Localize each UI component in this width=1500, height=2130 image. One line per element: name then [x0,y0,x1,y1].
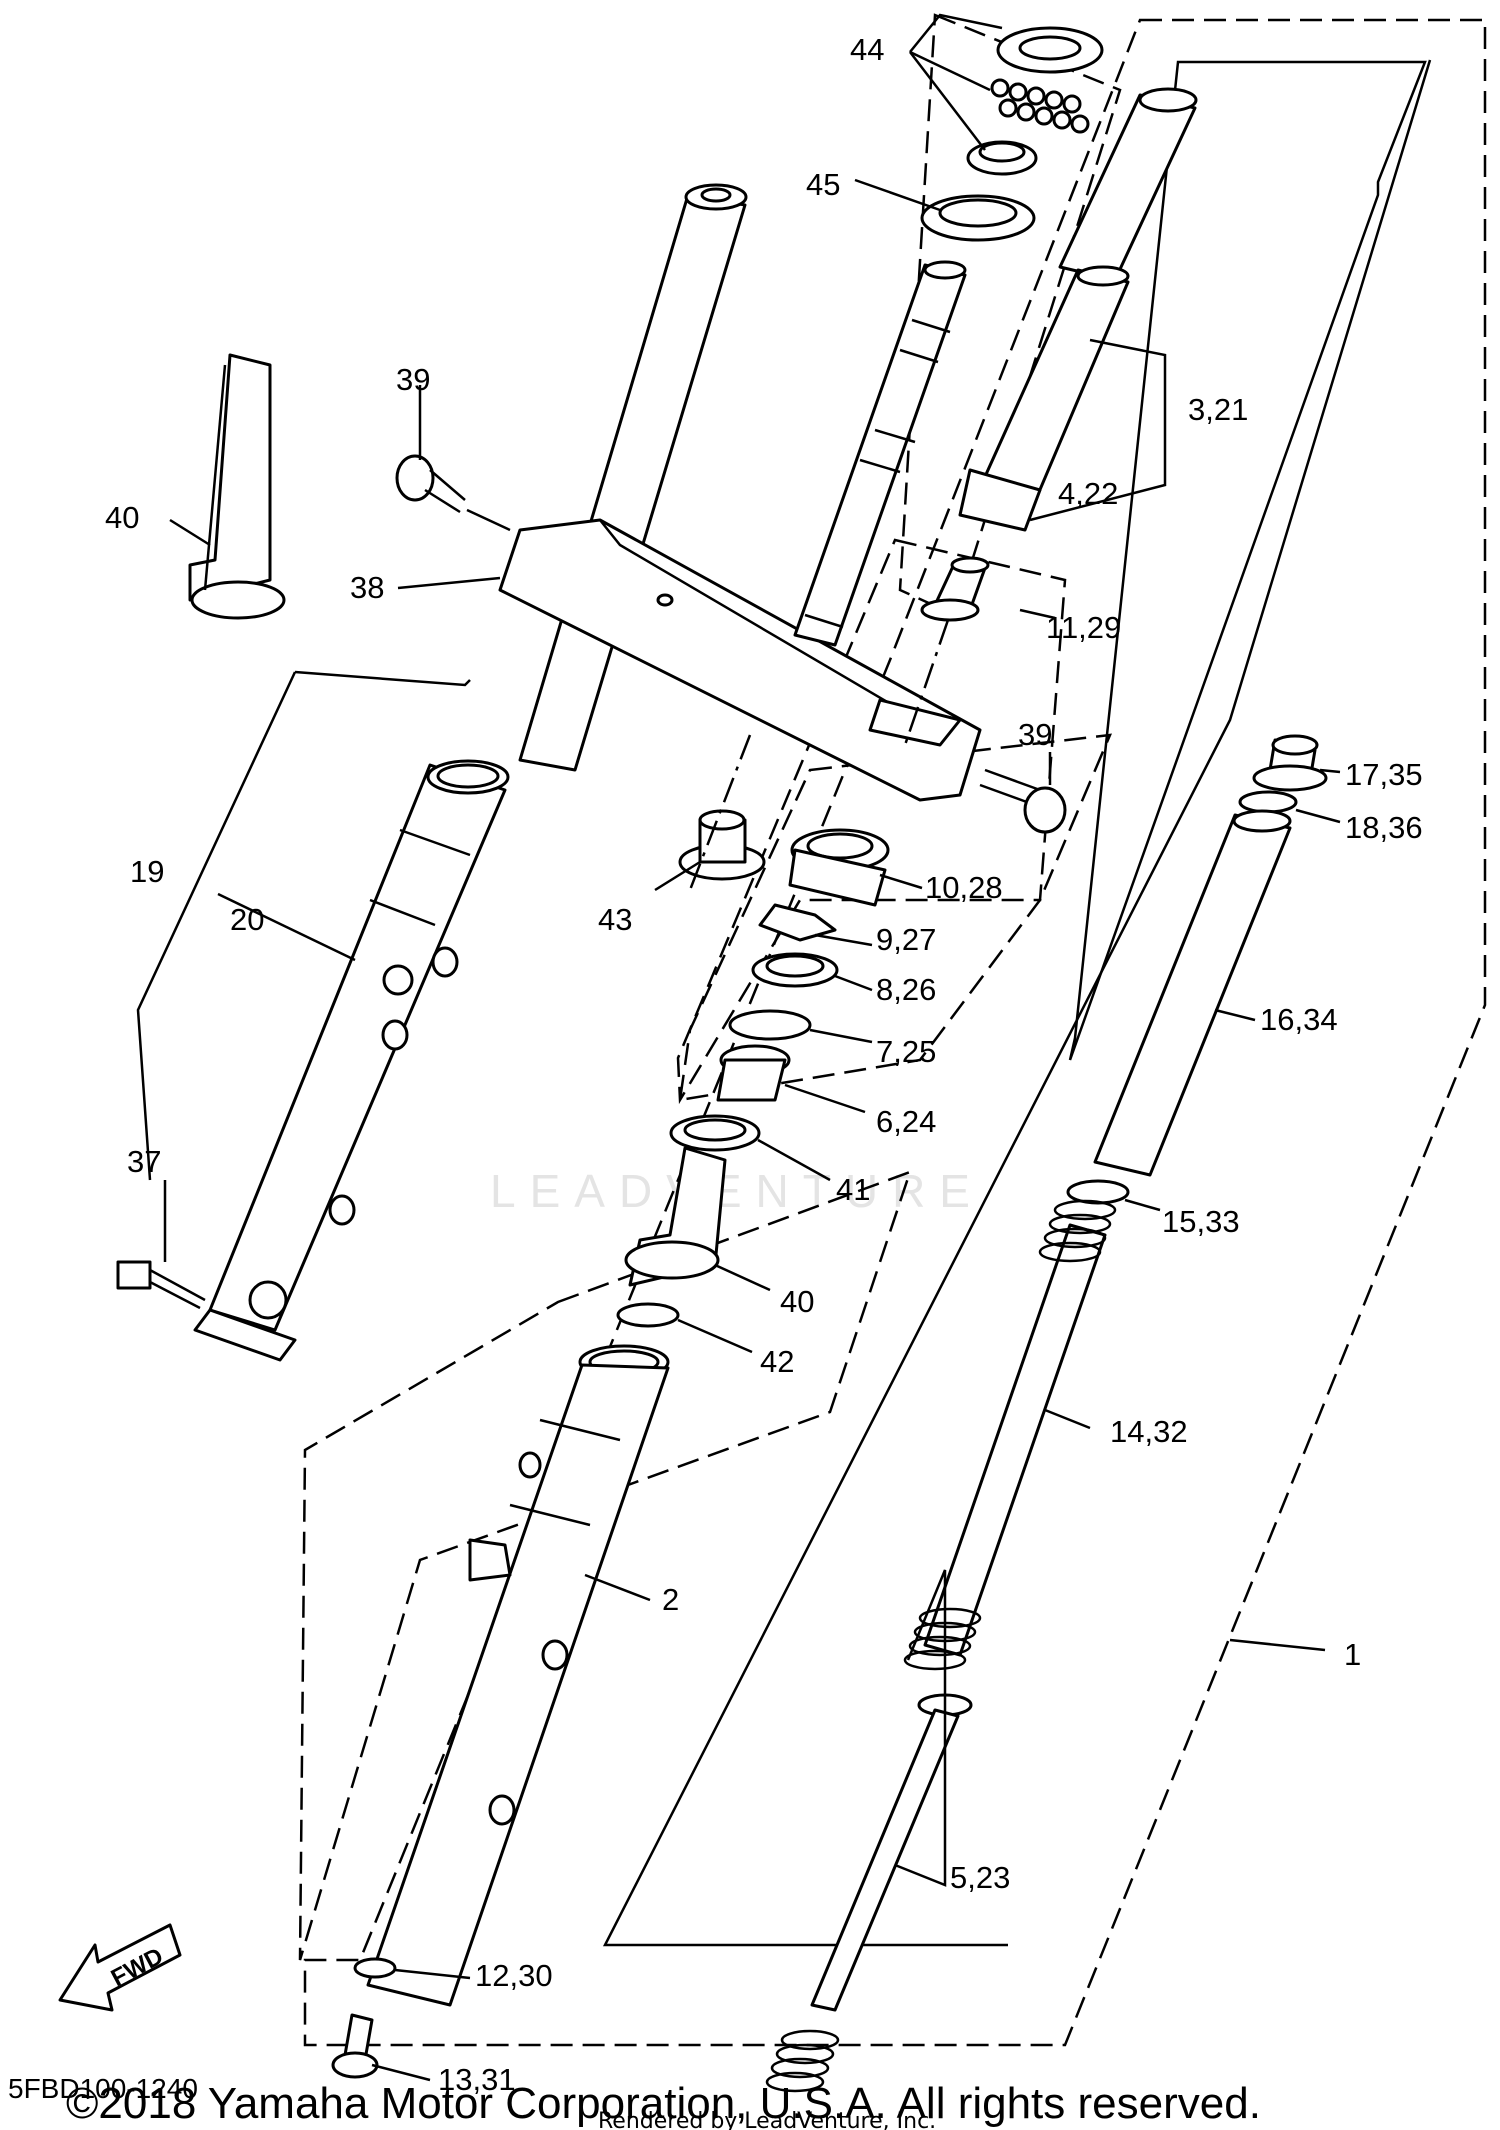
oil-seal-8 [751,952,839,988]
lower-tube-dashed-outline [298,1169,913,1961]
axis-lower [688,734,752,891]
callout-9-27: 9,27 [876,922,936,957]
fork-assembly-dashed-outline [303,18,1487,2047]
outer-tube-2 [366,1344,670,2007]
damper-rod-5 [765,1693,973,2093]
copyright-notice: ©2018 Yamaha Motor Corporation, U.S.A. A… [66,2079,1261,2128]
washer-7 [728,1009,812,1041]
inner-parts-dashed-outline [676,538,1067,1105]
callout-12-30: 12,30 [475,1958,553,1993]
assembly-bracket-line [602,59,1432,1947]
bearing-races [920,26,1104,242]
bushing-11 [920,556,990,622]
callout-13-31: 13,31 [438,2062,516,2097]
callout-8-26: 8,26 [876,972,936,1007]
fork-spring-14 [903,1199,1117,1671]
callout-39-upper: 39 [396,362,430,397]
o-ring-18 [1238,790,1298,814]
drain-bolt-13 [331,2013,379,2079]
lower-bracket [498,260,982,802]
callout-19: 19 [130,854,164,889]
callout-18-36: 18,36 [1345,810,1423,845]
callout-15-33: 15,33 [1162,1204,1240,1239]
callout-2: 2 [662,1582,679,1617]
assembly-axis [903,619,950,746]
callout-3-21: 3,21 [1188,392,1248,427]
callout-40-right: 40 [780,1284,814,1319]
callout-7-25: 7,25 [876,1034,936,1069]
callout-labels: 1 2 3,21 4,22 5,23 6,24 7,25 8,26 9,27 1… [105,32,1423,2097]
fwd-arrow-icon: FWD [58,1923,182,2012]
callout-43: 43 [598,902,632,937]
washer-15 [1066,1179,1130,1205]
o-ring-42 [616,1302,680,1328]
bolt-39-lower [979,768,1067,834]
callout-44: 44 [850,32,884,67]
callout-38: 38 [350,570,384,605]
cartridge-outline [1068,60,1427,1061]
callout-16-34: 16,34 [1260,1002,1338,1037]
callout-11-29: 11,29 [1046,610,1121,645]
cartridge-tube [958,87,1198,532]
washer-12 [353,1957,397,1979]
leader-lines [136,13,1341,2082]
callout-10-28: 10,28 [925,870,1003,905]
callout-40-left: 40 [105,500,139,535]
callout-1: 1 [1344,1637,1361,1672]
dust-seal-41 [669,1114,761,1152]
bolt-39-upper [395,454,511,532]
callout-41: 41 [836,1172,870,1207]
callout-5-23: 5,23 [950,1860,1010,1895]
circlip-9 [758,903,837,942]
callout-17-35: 17,35 [1345,757,1423,792]
bearing-balls [990,78,1090,134]
watermark: LEADVENTURE [490,1165,984,1217]
callout-4-22: 4,22 [1058,476,1118,511]
fork-cover-left [188,353,286,620]
oil-seal-10 [788,828,890,907]
callout-14-32: 14,32 [1110,1414,1188,1449]
callout-42: 42 [760,1344,794,1379]
spacer-16 [1093,809,1292,1177]
cap-bolt-17 [1252,734,1328,792]
fork-cover-right [624,1146,727,1287]
callout-39-lower: 39 [1018,717,1052,752]
seal-group-dashed-outline [678,733,1112,1102]
callout-20: 20 [230,902,264,937]
rendered-by-credit: Rendered by LeadVenture, Inc. [598,2109,936,2130]
callout-45: 45 [806,167,840,202]
diagram-code: 5FBD100-1240 [8,2073,198,2104]
collar-43 [678,809,766,881]
callout-6-24: 6,24 [876,1104,936,1139]
slide-bushing-6 [716,1044,791,1102]
callout-37: 37 [127,1144,161,1179]
